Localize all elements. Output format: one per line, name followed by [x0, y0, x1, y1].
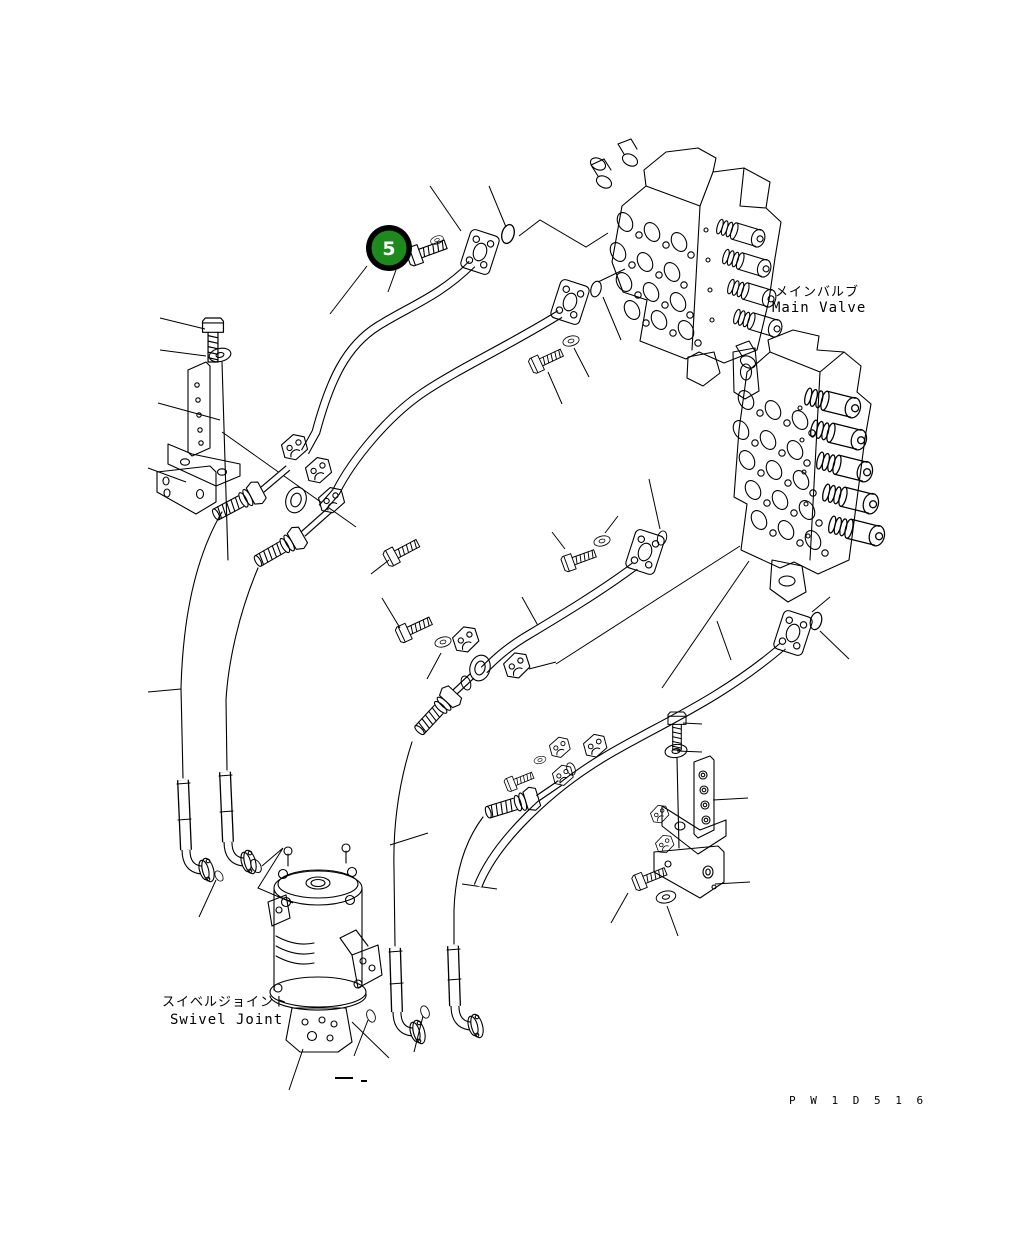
mounting-bracket-right-lower [653, 845, 725, 899]
mounting-bracket-left-lower [156, 465, 217, 515]
main-valve-block-lower [729, 329, 888, 603]
callout-balloon-5[interactable]: 5 [366, 225, 412, 271]
swivel-joint-label-en: Swivel Joint [170, 1012, 284, 1028]
pipe-clamps [279, 431, 676, 856]
main-valve-block-upper [589, 138, 785, 400]
main-valve-label-jp: メインバルブ [775, 285, 860, 300]
bolts [201, 234, 687, 892]
hoses [176, 465, 562, 1045]
balloon-number: 5 [382, 238, 395, 260]
drawing-code: P W 1 D 5 1 6 [789, 1094, 928, 1107]
swivel-joint-label-jp: スイベルジョイント [162, 995, 289, 1010]
balloon-fill [371, 230, 407, 266]
leader-lines [147, 185, 850, 1091]
mounting-bracket-right-upper [661, 755, 727, 855]
swivel-joint-assembly [267, 843, 383, 1053]
mounting-bracket-left-upper [167, 361, 241, 561]
washers [207, 233, 689, 906]
flanged-tubes [301, 260, 786, 888]
main-valve-label-en: Main Valve [772, 300, 867, 316]
